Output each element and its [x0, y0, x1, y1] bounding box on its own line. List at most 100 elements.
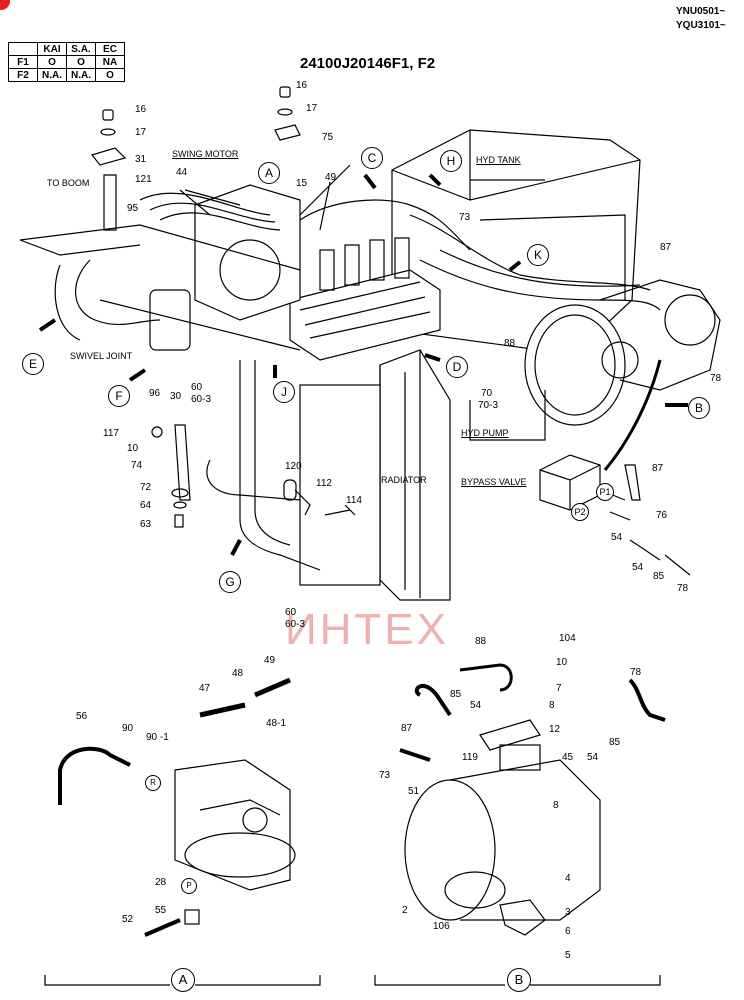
label-hyd-tank: HYD TANK — [476, 155, 521, 165]
serial-range-1: YNU0501~ — [676, 6, 726, 17]
part-number: 17 — [135, 127, 147, 138]
part-number: 28 — [155, 877, 167, 888]
variant-table-header: KAI S.A. EC — [8, 42, 125, 56]
label-radiator: RADIATOR — [381, 475, 427, 485]
part-number: 45 — [562, 752, 574, 763]
view-label-b: B — [507, 968, 531, 992]
callout-p2: P2 — [571, 503, 589, 521]
part-number: 72 — [140, 482, 152, 493]
part-number: 104 — [559, 633, 576, 644]
part-number: 78 — [710, 373, 722, 384]
part-number: 10 — [127, 443, 139, 454]
callout-f: F — [108, 385, 130, 407]
part-number: 47 — [199, 683, 211, 694]
label-to-boom: TO BOOM — [47, 178, 90, 188]
part-number: 48-1 — [266, 718, 287, 729]
part-number: 2 — [402, 905, 408, 916]
part-number: 60 — [191, 382, 203, 393]
part-number: 121 — [135, 174, 152, 185]
part-number: 70 — [481, 388, 493, 399]
callout-p1: P1 — [596, 483, 614, 501]
part-number: 60-3 — [191, 394, 212, 405]
part-number: 31 — [135, 154, 147, 165]
part-number: 8 — [549, 700, 555, 711]
part-number: 54 — [632, 562, 644, 573]
part-number: 5 — [565, 950, 571, 961]
part-number: 6 — [565, 926, 571, 937]
part-number: 49 — [325, 172, 337, 183]
part-number: 106 — [433, 921, 450, 932]
part-number: 117 — [103, 428, 119, 439]
variant-table-row: F2 N.A. N.A. O — [8, 68, 125, 82]
part-number: 70-3 — [478, 400, 499, 411]
part-number: 63 — [140, 519, 152, 530]
part-number: 3 — [565, 907, 571, 918]
part-number: 78 — [677, 583, 689, 594]
part-number: 120 — [285, 461, 302, 472]
part-number: 75 — [322, 132, 334, 143]
part-number: 16 — [135, 104, 147, 115]
part-number: 73 — [459, 212, 471, 223]
callout-r: R — [145, 775, 161, 791]
label-swivel-joint: SWIVEL JOINT — [70, 351, 133, 361]
part-number: 7 — [556, 683, 562, 694]
part-number: 88 — [475, 636, 487, 647]
view-label-a: A — [171, 968, 195, 992]
part-number: 96 — [149, 388, 161, 399]
callout-c: C — [361, 147, 383, 169]
variant-cell: F2 — [8, 68, 38, 82]
callout-h: H — [440, 150, 462, 172]
part-number: 44 — [176, 167, 188, 178]
part-number: 30 — [170, 391, 182, 402]
part-number: 73 — [379, 770, 391, 781]
callout-g: G — [219, 571, 241, 593]
part-number: 15 — [296, 178, 308, 189]
part-number: 64 — [140, 500, 152, 511]
part-number: 8 — [553, 800, 559, 811]
part-number: 87 — [401, 723, 413, 734]
part-number: 54 — [587, 752, 599, 763]
serial-range-2: YQU3101~ — [676, 20, 726, 31]
part-number: 16 — [296, 80, 308, 91]
part-number: 114 — [346, 495, 362, 506]
label-swing-motor: SWING MOTOR — [172, 149, 239, 159]
diagram-title: 24100J20146F1, F2 — [300, 55, 436, 72]
part-number: 56 — [76, 711, 88, 722]
part-number: 60-3 — [285, 619, 306, 630]
part-number: 55 — [155, 905, 167, 916]
part-number: 10 — [556, 657, 568, 668]
variant-table-row: F1 O O NA — [8, 55, 125, 69]
watermark: ИНТЕХ — [285, 605, 449, 654]
part-number: 112 — [316, 478, 332, 489]
callout-p: P — [181, 878, 197, 894]
label-bypass-valve: BYPASS VALVE — [461, 477, 527, 487]
part-number: 49 — [264, 655, 276, 666]
part-number: 54 — [611, 532, 623, 543]
part-number: 87 — [652, 463, 664, 474]
part-number: 95 — [127, 203, 139, 214]
variant-table: KAI S.A. EC F1 O O NA F2 N.A. N.A. O — [8, 42, 125, 82]
part-number: 85 — [653, 571, 665, 582]
part-number: 85 — [450, 689, 462, 700]
part-number: 52 — [122, 914, 134, 925]
part-number: 88 — [504, 338, 516, 349]
callout-d: D — [446, 356, 468, 378]
callout-a: A — [258, 162, 280, 184]
callout-j: J — [273, 381, 295, 403]
part-number: 119 — [462, 752, 478, 763]
part-number: 60 — [285, 607, 297, 618]
part-number: 12 — [549, 724, 561, 735]
part-number: 51 — [408, 786, 420, 797]
part-number: 4 — [565, 873, 571, 884]
label-hyd-pump: HYD PUMP — [461, 428, 509, 438]
corner-marker — [0, 0, 10, 10]
part-number: 78 — [630, 667, 642, 678]
part-number: 87 — [660, 242, 672, 253]
part-number: 76 — [656, 510, 668, 521]
part-number: 48 — [232, 668, 244, 679]
part-number: 90 -1 — [146, 732, 169, 743]
variant-cell: O — [95, 68, 125, 82]
callout-b: B — [688, 397, 710, 419]
part-number: 85 — [609, 737, 621, 748]
